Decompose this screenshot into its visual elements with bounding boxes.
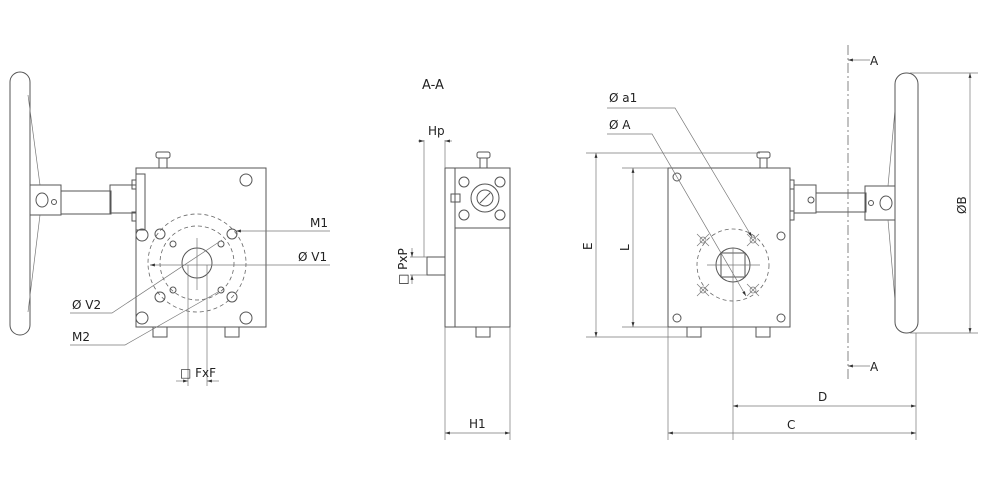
coupling <box>793 184 817 214</box>
input-shaft <box>815 192 867 213</box>
section-mark-top: A <box>870 54 879 68</box>
hub-bore <box>35 192 49 208</box>
label-pxp: □ PxP <box>396 248 410 285</box>
handwheel <box>9 71 31 336</box>
label-c: C <box>787 418 795 432</box>
handwheel-spokes <box>27 94 41 313</box>
label-a1: Ø a1 <box>609 91 637 105</box>
label-hp: Hp <box>428 124 445 138</box>
side-body <box>667 167 791 328</box>
mounting-plate <box>135 173 146 231</box>
shaft-stub <box>426 256 446 276</box>
label-a: Ø A <box>609 118 631 132</box>
bottom-nut <box>152 326 168 338</box>
front-view: M1 Ø V1 Ø V2 M2 □ FxF <box>9 71 330 386</box>
top-knob <box>155 151 171 159</box>
hub-pin <box>51 199 57 205</box>
label-l: L <box>618 244 632 251</box>
label-v2: Ø V2 <box>72 298 101 312</box>
label-b: ØB <box>955 196 969 214</box>
label-fxf: □ FxF <box>180 366 216 380</box>
flange-outer <box>147 213 247 313</box>
bottom-nut <box>224 326 240 338</box>
label-m1: M1 <box>310 216 328 230</box>
section-mark-bottom: A <box>870 360 879 374</box>
label-h1: H1 <box>469 417 486 431</box>
label-v1: Ø V1 <box>298 250 327 264</box>
section-title: A-A <box>422 78 444 93</box>
label-m2: M2 <box>72 330 90 344</box>
handwheel-hub <box>29 184 62 216</box>
gearbox-body <box>135 167 267 328</box>
section-view: A-A Hp □ PxP H1 <box>396 78 511 440</box>
side-view: A A E L ØB D C Ø a1 Ø A <box>581 45 978 440</box>
label-d: D <box>818 390 827 404</box>
input-shaft <box>60 190 112 215</box>
label-e: E <box>581 242 595 250</box>
handwheel <box>894 72 919 334</box>
